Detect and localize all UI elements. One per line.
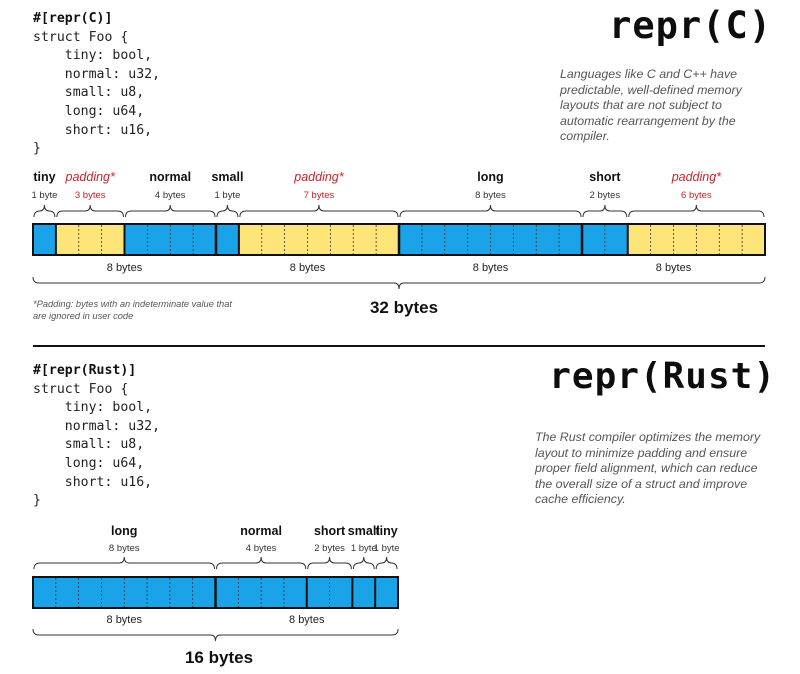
field-brace [56,204,124,218]
field-brace [33,556,215,570]
code-line: small: u8, [33,85,145,101]
code-line: normal: u32, [33,418,161,434]
code-line: tiny: bool, [33,48,153,64]
repr-rust-memory-diagram [32,556,399,642]
field-name-label: small [211,170,244,184]
field-brace [399,204,582,218]
padding-block [238,224,399,255]
padding-block [55,224,125,255]
field-block [33,224,56,255]
field-block [216,224,239,255]
field-size-label: 6 bytes [681,190,712,201]
code-line: short: u16, [33,122,153,138]
code-line: } [33,493,41,509]
repr-c-memory-diagram [32,204,766,290]
field-name-label: long [111,524,138,538]
field-size-label: 1 byte [214,190,241,201]
code-line: tiny: bool, [33,400,153,416]
total-size-brace [32,276,766,290]
field-brace [125,204,216,218]
segment-size-label: 8 bytes [472,262,509,274]
field-size-label: 1 byte [373,543,400,554]
padding-label: padding* [294,170,344,184]
field-name-label: normal [240,524,282,538]
field-size-label: 8 bytes [108,543,140,554]
segment-size-label: 8 bytes [655,262,692,274]
repr-rust-attribute: #[repr(Rust)] [33,363,137,378]
field-brace [628,204,765,218]
code-line: normal: u32, [33,66,161,82]
field-size-label: 4 bytes [245,543,277,554]
section-divider [33,345,765,347]
field-size-label: 7 bytes [303,190,335,201]
code-line: long: u64, [33,103,145,119]
repr-rust-total-size: 16 bytes [184,648,254,667]
field-block [375,577,398,608]
field-size-label: 1 byte [350,543,377,554]
code-line: small: u8, [33,437,145,453]
field-brace [352,556,375,570]
padding-footnote: *Padding: bytes with an indeterminate va… [33,299,232,321]
repr-rust-description: The Rust compiler optimizes the memory l… [535,430,761,507]
repr-rust-title: repr(Rust) [549,356,776,397]
field-brace [33,204,56,218]
field-size-label: 8 bytes [475,190,506,201]
code-line: struct Foo { [33,381,129,397]
field-name-label: tiny [375,524,398,538]
repr-c-attribute: #[repr(C)] [33,11,113,26]
field-size-label: 1 byte [31,190,58,201]
field-name-label: tiny [33,170,56,184]
field-name-label: small [347,524,380,538]
padding-label: padding* [65,170,115,184]
repr-rust-code-block: #[repr(Rust)] struct Foo { tiny: bool, n… [33,362,160,511]
field-brace [582,204,628,218]
field-brace [216,556,307,570]
code-line: short: u16, [33,474,153,490]
code-line: struct Foo { [33,29,129,45]
field-block [352,577,376,608]
field-size-label: 2 bytes [314,543,345,554]
segment-size-label: 8 bytes [289,614,325,626]
field-size-label: 4 bytes [154,190,186,201]
repr-c-code-block: #[repr(C)] struct Foo { tiny: bool, norm… [33,10,160,159]
repr-c-title: repr(C) [609,4,772,47]
repr-c-description: Languages like C and C++ have predictabl… [560,67,742,144]
total-size-brace [32,628,399,642]
field-brace [307,556,352,570]
repr-c-total-size: 32 bytes [369,298,439,317]
repr-rust-section: #[repr(Rust)] struct Foo { tiny: bool, n… [0,350,800,674]
padding-label: padding* [671,170,722,184]
field-size-label: 2 bytes [589,190,621,201]
field-name-label: short [313,524,346,538]
segment-size-label: 8 bytes [106,262,143,274]
field-size-label: 3 bytes [74,190,106,201]
field-brace [239,204,399,218]
code-line: } [33,141,41,157]
field-name-label: long [477,170,504,184]
repr-c-section: #[repr(C)] struct Foo { tiny: bool, norm… [31,4,772,321]
field-name-label: normal [149,170,192,184]
segment-size-label: 8 bytes [106,614,142,626]
field-brace [216,204,239,218]
field-name-label: short [589,170,621,184]
segment-size-label: 8 bytes [289,262,326,274]
field-brace [375,556,398,570]
code-line: long: u64, [33,455,145,471]
